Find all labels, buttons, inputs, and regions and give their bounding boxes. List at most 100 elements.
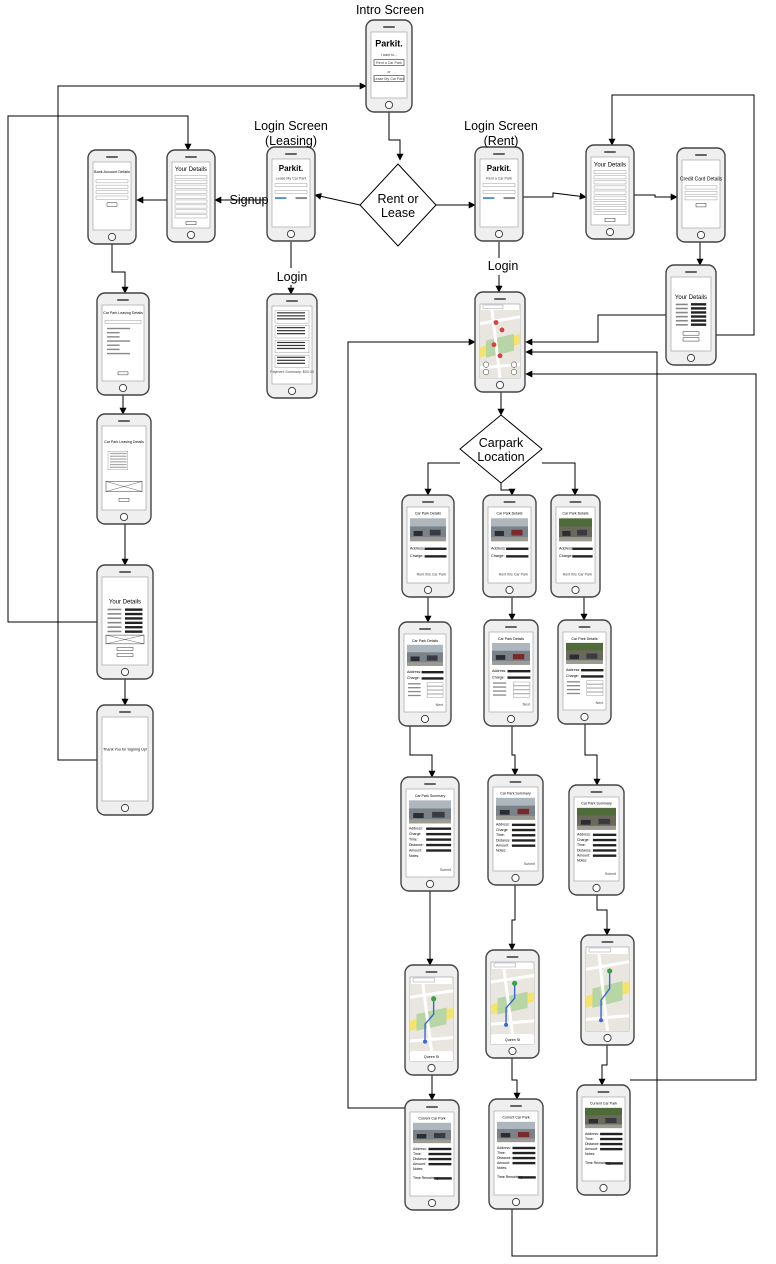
nav-street-text: Queen St bbox=[424, 1055, 439, 1059]
home-button-icon[interactable] bbox=[495, 380, 505, 390]
home-button-icon[interactable] bbox=[425, 879, 435, 889]
home-button-icon[interactable] bbox=[494, 229, 504, 239]
current-row-label: Notes: bbox=[585, 1152, 595, 1156]
car-park-photo bbox=[577, 807, 616, 830]
next-button[interactable] bbox=[695, 203, 707, 208]
speaker-icon bbox=[383, 26, 395, 28]
home-button-icon[interactable] bbox=[118, 383, 128, 393]
form-field bbox=[586, 680, 604, 685]
confirm-button[interactable] bbox=[116, 653, 134, 657]
phone-screen bbox=[101, 304, 145, 382]
car-park-pin-icon[interactable] bbox=[491, 342, 497, 348]
car-park-photo bbox=[559, 518, 592, 542]
screen-title: Car Park Details bbox=[415, 512, 441, 516]
home-button-icon[interactable] bbox=[186, 230, 196, 240]
summary-row-label: Time: bbox=[577, 843, 586, 847]
phone-layer: Parkit.I want to...Rent a Car ParkorLeas… bbox=[87, 19, 726, 1211]
car-park-pin-icon[interactable] bbox=[499, 327, 505, 333]
redacted-value bbox=[512, 1146, 536, 1150]
form-field bbox=[593, 190, 627, 195]
flow-connector bbox=[525, 370, 757, 1081]
home-button-icon[interactable] bbox=[696, 230, 706, 240]
redacted-value bbox=[511, 823, 536, 827]
next-button[interactable] bbox=[604, 217, 616, 222]
speaker-icon bbox=[426, 1106, 438, 1108]
phone-thanks: Thank You for Signing Up! bbox=[96, 704, 154, 816]
current-row-label: Distance: bbox=[413, 1157, 428, 1161]
phone-current-3: Current Car ParkAddress:Time:Distance:Am… bbox=[576, 1084, 631, 1196]
home-button-icon[interactable] bbox=[107, 232, 117, 242]
home-button-icon[interactable] bbox=[511, 873, 520, 883]
rent-this-link: Rent this Car Park bbox=[499, 572, 529, 576]
login-button[interactable] bbox=[503, 197, 515, 200]
next-button[interactable] bbox=[117, 371, 129, 376]
next-button[interactable] bbox=[118, 498, 130, 502]
speaker-icon bbox=[285, 153, 297, 155]
form-field bbox=[426, 694, 444, 698]
home-button-icon[interactable] bbox=[580, 712, 589, 722]
search-bar[interactable] bbox=[588, 947, 611, 953]
home-button-icon[interactable] bbox=[423, 585, 433, 595]
app-logo: Parkit. bbox=[279, 164, 303, 173]
time-remaining-label: Time Remaining: bbox=[413, 1176, 439, 1180]
flow-connector bbox=[523, 192, 587, 200]
home-button-icon[interactable] bbox=[120, 803, 130, 813]
form-title: Car Park Leasing Details bbox=[104, 440, 144, 444]
map-control-icon[interactable] bbox=[510, 361, 518, 368]
next-button[interactable] bbox=[106, 202, 118, 207]
confirm-button[interactable] bbox=[682, 337, 700, 342]
rent-car-park-button[interactable] bbox=[373, 59, 405, 66]
home-button-icon[interactable] bbox=[505, 585, 514, 595]
form-field bbox=[513, 685, 531, 690]
forgot-link[interactable] bbox=[483, 197, 495, 200]
home-button-icon[interactable] bbox=[506, 714, 516, 724]
home-button-icon[interactable] bbox=[508, 1046, 517, 1056]
summary-row-label: Distance: bbox=[577, 848, 592, 852]
car-park-photo bbox=[497, 1121, 535, 1143]
home-button-icon[interactable] bbox=[686, 353, 696, 363]
home-button-icon[interactable] bbox=[427, 1198, 437, 1208]
speaker-icon bbox=[578, 626, 591, 628]
home-button-icon[interactable] bbox=[287, 386, 297, 396]
map-control-icon[interactable] bbox=[482, 369, 490, 376]
form-field bbox=[95, 190, 129, 194]
home-button-icon[interactable] bbox=[511, 1197, 521, 1207]
home-button-icon[interactable] bbox=[119, 512, 129, 522]
forgot-link[interactable] bbox=[275, 197, 287, 200]
search-bar[interactable] bbox=[493, 962, 516, 968]
summary-row-label: Charge: bbox=[577, 838, 589, 842]
form-field bbox=[426, 690, 444, 694]
thank-you-text: Thank You for Signing Up! bbox=[103, 748, 147, 752]
car-park-pin-icon[interactable] bbox=[497, 353, 503, 359]
home-button-icon[interactable] bbox=[427, 1063, 436, 1073]
next-button[interactable] bbox=[185, 221, 197, 225]
home-button-icon[interactable] bbox=[599, 1183, 608, 1193]
home-button-icon[interactable] bbox=[592, 883, 601, 893]
label-login-left: Login bbox=[277, 270, 308, 284]
home-button-icon[interactable] bbox=[605, 227, 615, 237]
address-label: Address: bbox=[410, 547, 425, 551]
login-button[interactable] bbox=[295, 197, 307, 200]
car-park-pin-icon[interactable] bbox=[493, 320, 499, 325]
map-control-icon[interactable] bbox=[510, 369, 518, 376]
edit-button[interactable] bbox=[682, 331, 700, 336]
search-bar[interactable] bbox=[412, 977, 435, 983]
redacted-value bbox=[518, 1176, 536, 1179]
search-bar[interactable] bbox=[482, 304, 504, 309]
home-button-icon[interactable] bbox=[384, 100, 394, 110]
home-button-icon[interactable] bbox=[571, 585, 580, 595]
home-button-icon[interactable] bbox=[603, 1033, 612, 1043]
form-field bbox=[174, 179, 208, 184]
form-field bbox=[684, 191, 718, 195]
redacted-value bbox=[512, 1156, 536, 1160]
home-button-icon[interactable] bbox=[286, 229, 296, 239]
lease-car-park-button[interactable] bbox=[373, 75, 405, 82]
redacted-value bbox=[421, 677, 444, 680]
home-button-icon[interactable] bbox=[420, 714, 430, 724]
home-button-icon[interactable] bbox=[120, 667, 130, 677]
map-control-icon[interactable] bbox=[482, 361, 490, 368]
redacted-value bbox=[691, 311, 707, 314]
edit-button[interactable] bbox=[116, 647, 134, 651]
